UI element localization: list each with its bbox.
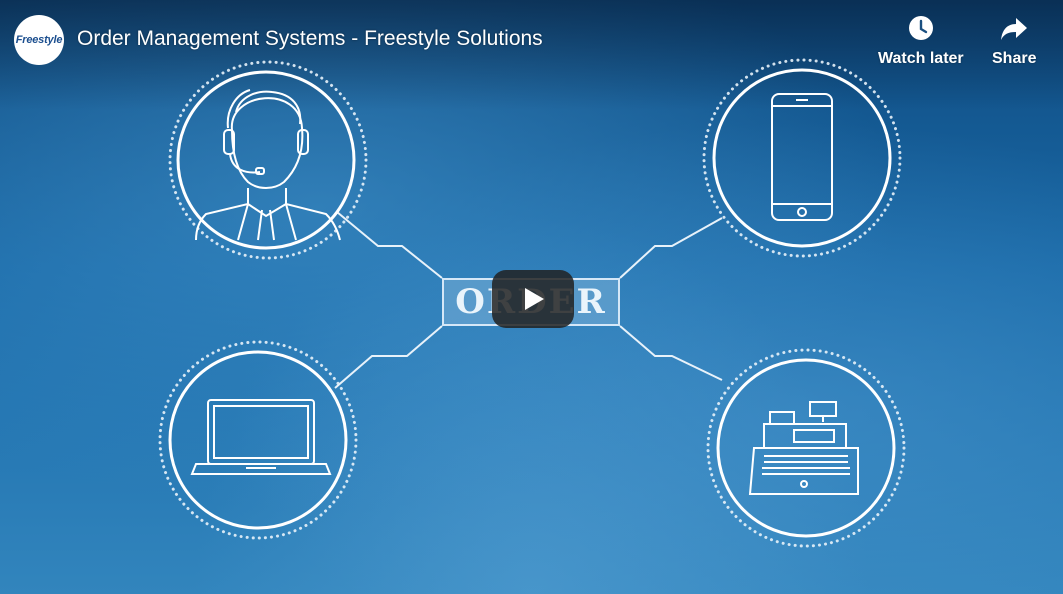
customer-service-agent-icon — [195, 89, 341, 241]
connector-top-right — [619, 217, 723, 279]
dots-arc-bottom-right — [706, 348, 906, 548]
share-button[interactable]: Share — [992, 14, 1036, 68]
dots-arc-top-left — [168, 60, 368, 260]
cash-register-icon — [748, 401, 859, 495]
share-arrow-icon — [1001, 18, 1028, 40]
clock-icon — [908, 16, 933, 40]
play-icon — [525, 288, 544, 310]
play-button[interactable] — [492, 270, 574, 328]
connector-bottom-right — [619, 325, 723, 381]
dots-arc-top-right — [702, 58, 902, 258]
dots-arc-bottom-left — [158, 340, 358, 540]
share-label: Share — [992, 50, 1037, 67]
channel-avatar[interactable]: Freestyle — [14, 15, 64, 65]
smartphone-icon — [771, 93, 833, 221]
connector-top-left — [336, 211, 443, 279]
top-gradient — [0, 0, 1063, 110]
circle-bottom-right — [716, 358, 896, 538]
circle-top-left — [176, 70, 356, 250]
watch-later-label: Watch later — [878, 50, 964, 67]
channel-logo-text: Freestyle — [15, 34, 63, 46]
connector-bottom-left — [334, 325, 443, 389]
watch-later-button[interactable]: Watch later — [878, 14, 964, 68]
laptop-icon — [190, 399, 332, 475]
circle-top-right — [712, 68, 892, 248]
video-title[interactable]: Order Management Systems - Freestyle Sol… — [77, 27, 543, 50]
circle-bottom-left — [168, 350, 348, 530]
